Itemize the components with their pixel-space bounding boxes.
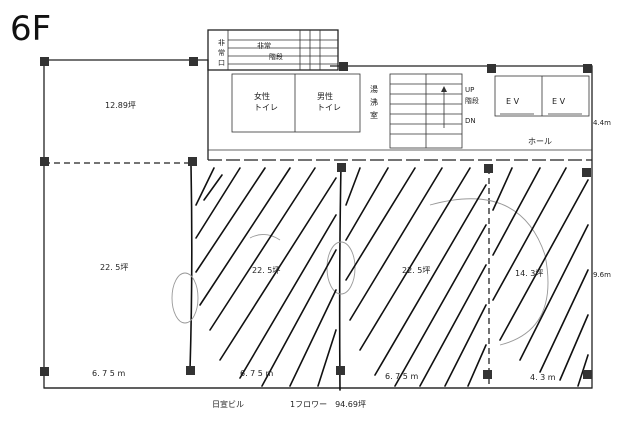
mens-toilet-label-1: 男性 <box>317 91 333 101</box>
column <box>583 64 592 73</box>
mens-toilet-label-2: トイレ <box>317 103 341 112</box>
column <box>336 366 345 375</box>
elevator-1-label: E V <box>506 97 520 106</box>
emergency-stair-label-2: 階段 <box>269 52 283 61</box>
unit-labels: 12.89坪 22. 5坪 6. 7 5 m 22. 5坪 6. 7 5 m 2… <box>92 101 611 382</box>
hall-depth-label: 4.4m <box>593 119 611 127</box>
column <box>583 370 592 379</box>
kitchenette-label-3: 室 <box>370 110 378 120</box>
outer-walls <box>43 29 593 389</box>
unit-4-width: 6. 7 5 m <box>385 372 418 381</box>
stair-up-label: UP <box>465 86 474 94</box>
column <box>483 370 492 379</box>
stair-down-label: DN <box>465 117 476 125</box>
hall-label: ホール <box>528 137 552 146</box>
column <box>186 366 195 375</box>
unit-3-width: 6. 7 5 m <box>240 369 273 378</box>
stair-label: 階段 <box>465 96 479 105</box>
unit-4-area: 22. 5坪 <box>402 266 430 275</box>
emergency-exit-label-1: 非 <box>218 38 225 47</box>
building-name: 日宣ビル <box>212 399 244 409</box>
column <box>189 57 198 66</box>
main-stair-treads <box>390 83 462 135</box>
column <box>484 164 493 173</box>
floor-total-area: 1フロワー 94.69坪 <box>290 400 366 409</box>
womens-toilet-label-1: 女性 <box>254 91 270 101</box>
emergency-stair: 非常 階段 非 常 口 <box>218 30 338 70</box>
kitchenette-label-2: 沸 <box>370 97 378 107</box>
unit-1-area: 12.89坪 <box>105 101 136 110</box>
structural-columns <box>40 57 592 379</box>
kitchenette-label-1: 湯 <box>370 84 378 94</box>
stair-arrow-icon <box>441 86 447 128</box>
unit-2-area: 22. 5坪 <box>100 263 128 272</box>
emergency-stair-label-1: 非常 <box>257 41 271 50</box>
column <box>40 57 49 66</box>
unit-partitions <box>189 164 490 391</box>
unit-5-area: 14. 3坪 <box>515 269 543 278</box>
unit-2-width: 6. 7 5 m <box>92 369 125 378</box>
floor-label: 6F <box>10 9 51 49</box>
emergency-exit-label-2: 常 <box>218 48 225 57</box>
column <box>337 163 346 172</box>
unit-3-area: 22. 5坪 <box>252 266 280 275</box>
elevator-2-label: E V <box>552 97 566 106</box>
womens-toilet-label-2: トイレ <box>254 103 278 112</box>
emergency-exit-label-3: 口 <box>218 59 225 67</box>
core-rooms: 女性 トイレ 男性 トイレ 湯 沸 室 UP 階段 DN E V E V ホール <box>231 73 611 149</box>
column <box>188 157 197 166</box>
column <box>339 62 348 71</box>
column <box>487 64 496 73</box>
leased-area-hatching <box>195 167 589 387</box>
column <box>582 168 591 177</box>
corridor-wall <box>44 149 592 164</box>
column <box>40 157 49 166</box>
column <box>40 367 49 376</box>
office-depth-label: 9.6m <box>593 271 611 279</box>
unit-5-width: 4. 3 m <box>530 373 556 382</box>
pencil-marks <box>171 198 549 346</box>
